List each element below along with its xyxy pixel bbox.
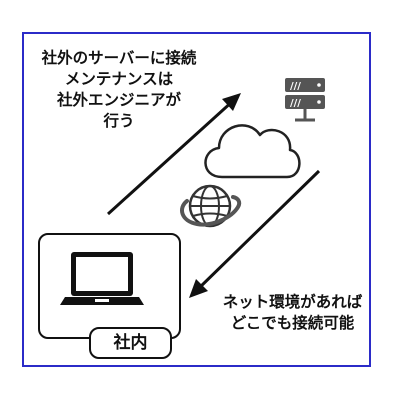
cloud-icon	[204, 124, 301, 179]
outbound-caption-line: 社外のサーバーに接続	[41, 49, 197, 67]
server-stripes: ///	[290, 98, 301, 109]
outbound-caption-line: メンテナンスは	[64, 70, 174, 88]
internal-pc-box	[38, 233, 181, 339]
server-icon: /// ///	[285, 78, 325, 122]
outbound-caption-line: 行う	[103, 112, 135, 130]
inbound-caption-line: ネット環境があれば	[222, 293, 363, 311]
outbound-caption: 社外のサーバーに接続 メンテナンスは 社外エンジニアが 行う	[34, 48, 204, 132]
internal-label: 社内	[89, 327, 172, 359]
arrow-down-left	[189, 169, 321, 298]
inbound-caption-line: どこでも接続可能	[230, 314, 355, 332]
inbound-caption: ネット環境があれば どこでも接続可能	[210, 292, 375, 334]
globe-icon	[180, 184, 242, 228]
server-stripes: ///	[290, 81, 301, 92]
outbound-caption-line: 社外エンジニアが	[56, 91, 181, 109]
laptop-icon	[60, 252, 144, 305]
arrow-up-right	[106, 93, 241, 216]
